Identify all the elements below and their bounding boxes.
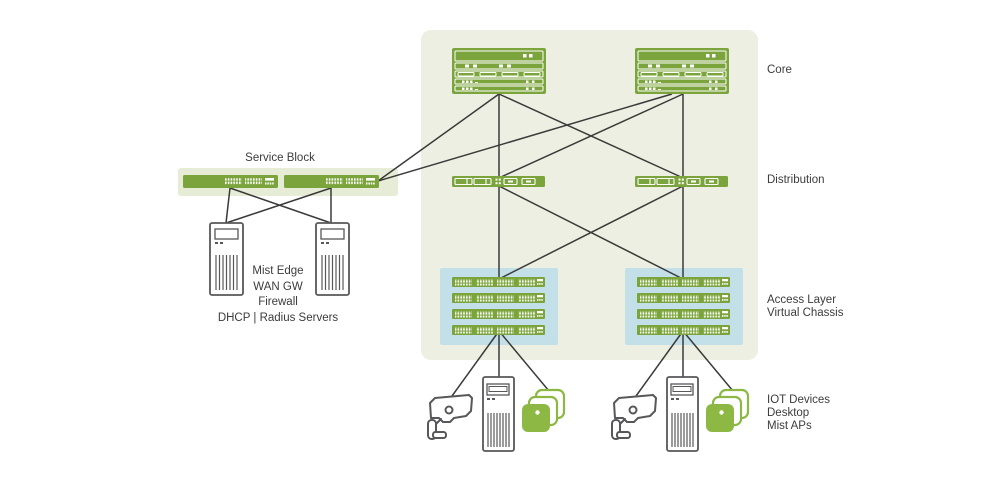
access-switch-icon [452,293,545,303]
connection-line [225,187,332,224]
connection-line [498,185,682,279]
distribution-switch-icon [634,175,729,188]
access-switch-icon [452,325,545,335]
service-block-label: Service Block [245,152,315,164]
connection-line [635,330,684,397]
mist-ap-icon [520,388,566,434]
service-switch-icon [183,175,278,188]
access-switch-icon [452,277,545,287]
access-layer-label-line2: Virtual Chassis [767,307,844,319]
edge-devices-label: IOT Devices Desktop Mist APs [767,394,830,433]
connection-line [377,93,500,182]
core-switch-icon [634,47,730,95]
connection-line [500,185,684,279]
distribution-layer-label: Distribution [767,174,825,186]
service-label-firewall: Firewall [258,296,298,308]
connection-lines [225,93,734,397]
core-layer-label: Core [767,64,792,76]
distribution-switch-icon [451,175,546,188]
core-switch-icon [451,47,547,95]
connection-line [498,330,550,392]
desktop-tower-icon [482,376,515,452]
cctv-camera-icon [611,394,657,440]
connection-line [451,330,500,397]
service-block-services-label: Mist Edge WAN GW Firewall DHCP | Radius … [168,264,388,326]
service-label-wan-gw: WAN GW [253,280,303,293]
access-layer-label: Access Layer Virtual Chassis [767,294,844,320]
connection-line [498,93,682,178]
access-switch-icon [452,309,545,319]
connection-line [377,93,673,182]
service-switch-icon [284,175,379,188]
access-switch-icon [637,325,730,335]
connection-line [682,330,734,392]
connection-line [225,187,231,224]
edge-label-mist-aps: Mist APs [767,420,812,432]
cctv-camera-icon [427,394,473,440]
connection-line [500,93,684,178]
access-switch-icon [637,309,730,319]
access-layer-label-line1: Access Layer [767,294,837,306]
access-switch-icon [637,277,730,287]
edge-label-desktop: Desktop [767,407,810,419]
mist-ap-icon [704,388,750,434]
desktop-tower-icon [666,376,699,452]
access-switch-icon [637,293,730,303]
service-label-dhcp-radius: DHCP | Radius Servers [217,311,339,324]
service-label-mist-edge: Mist Edge [252,265,304,277]
edge-label-iot-devices: IOT Devices [767,394,831,406]
